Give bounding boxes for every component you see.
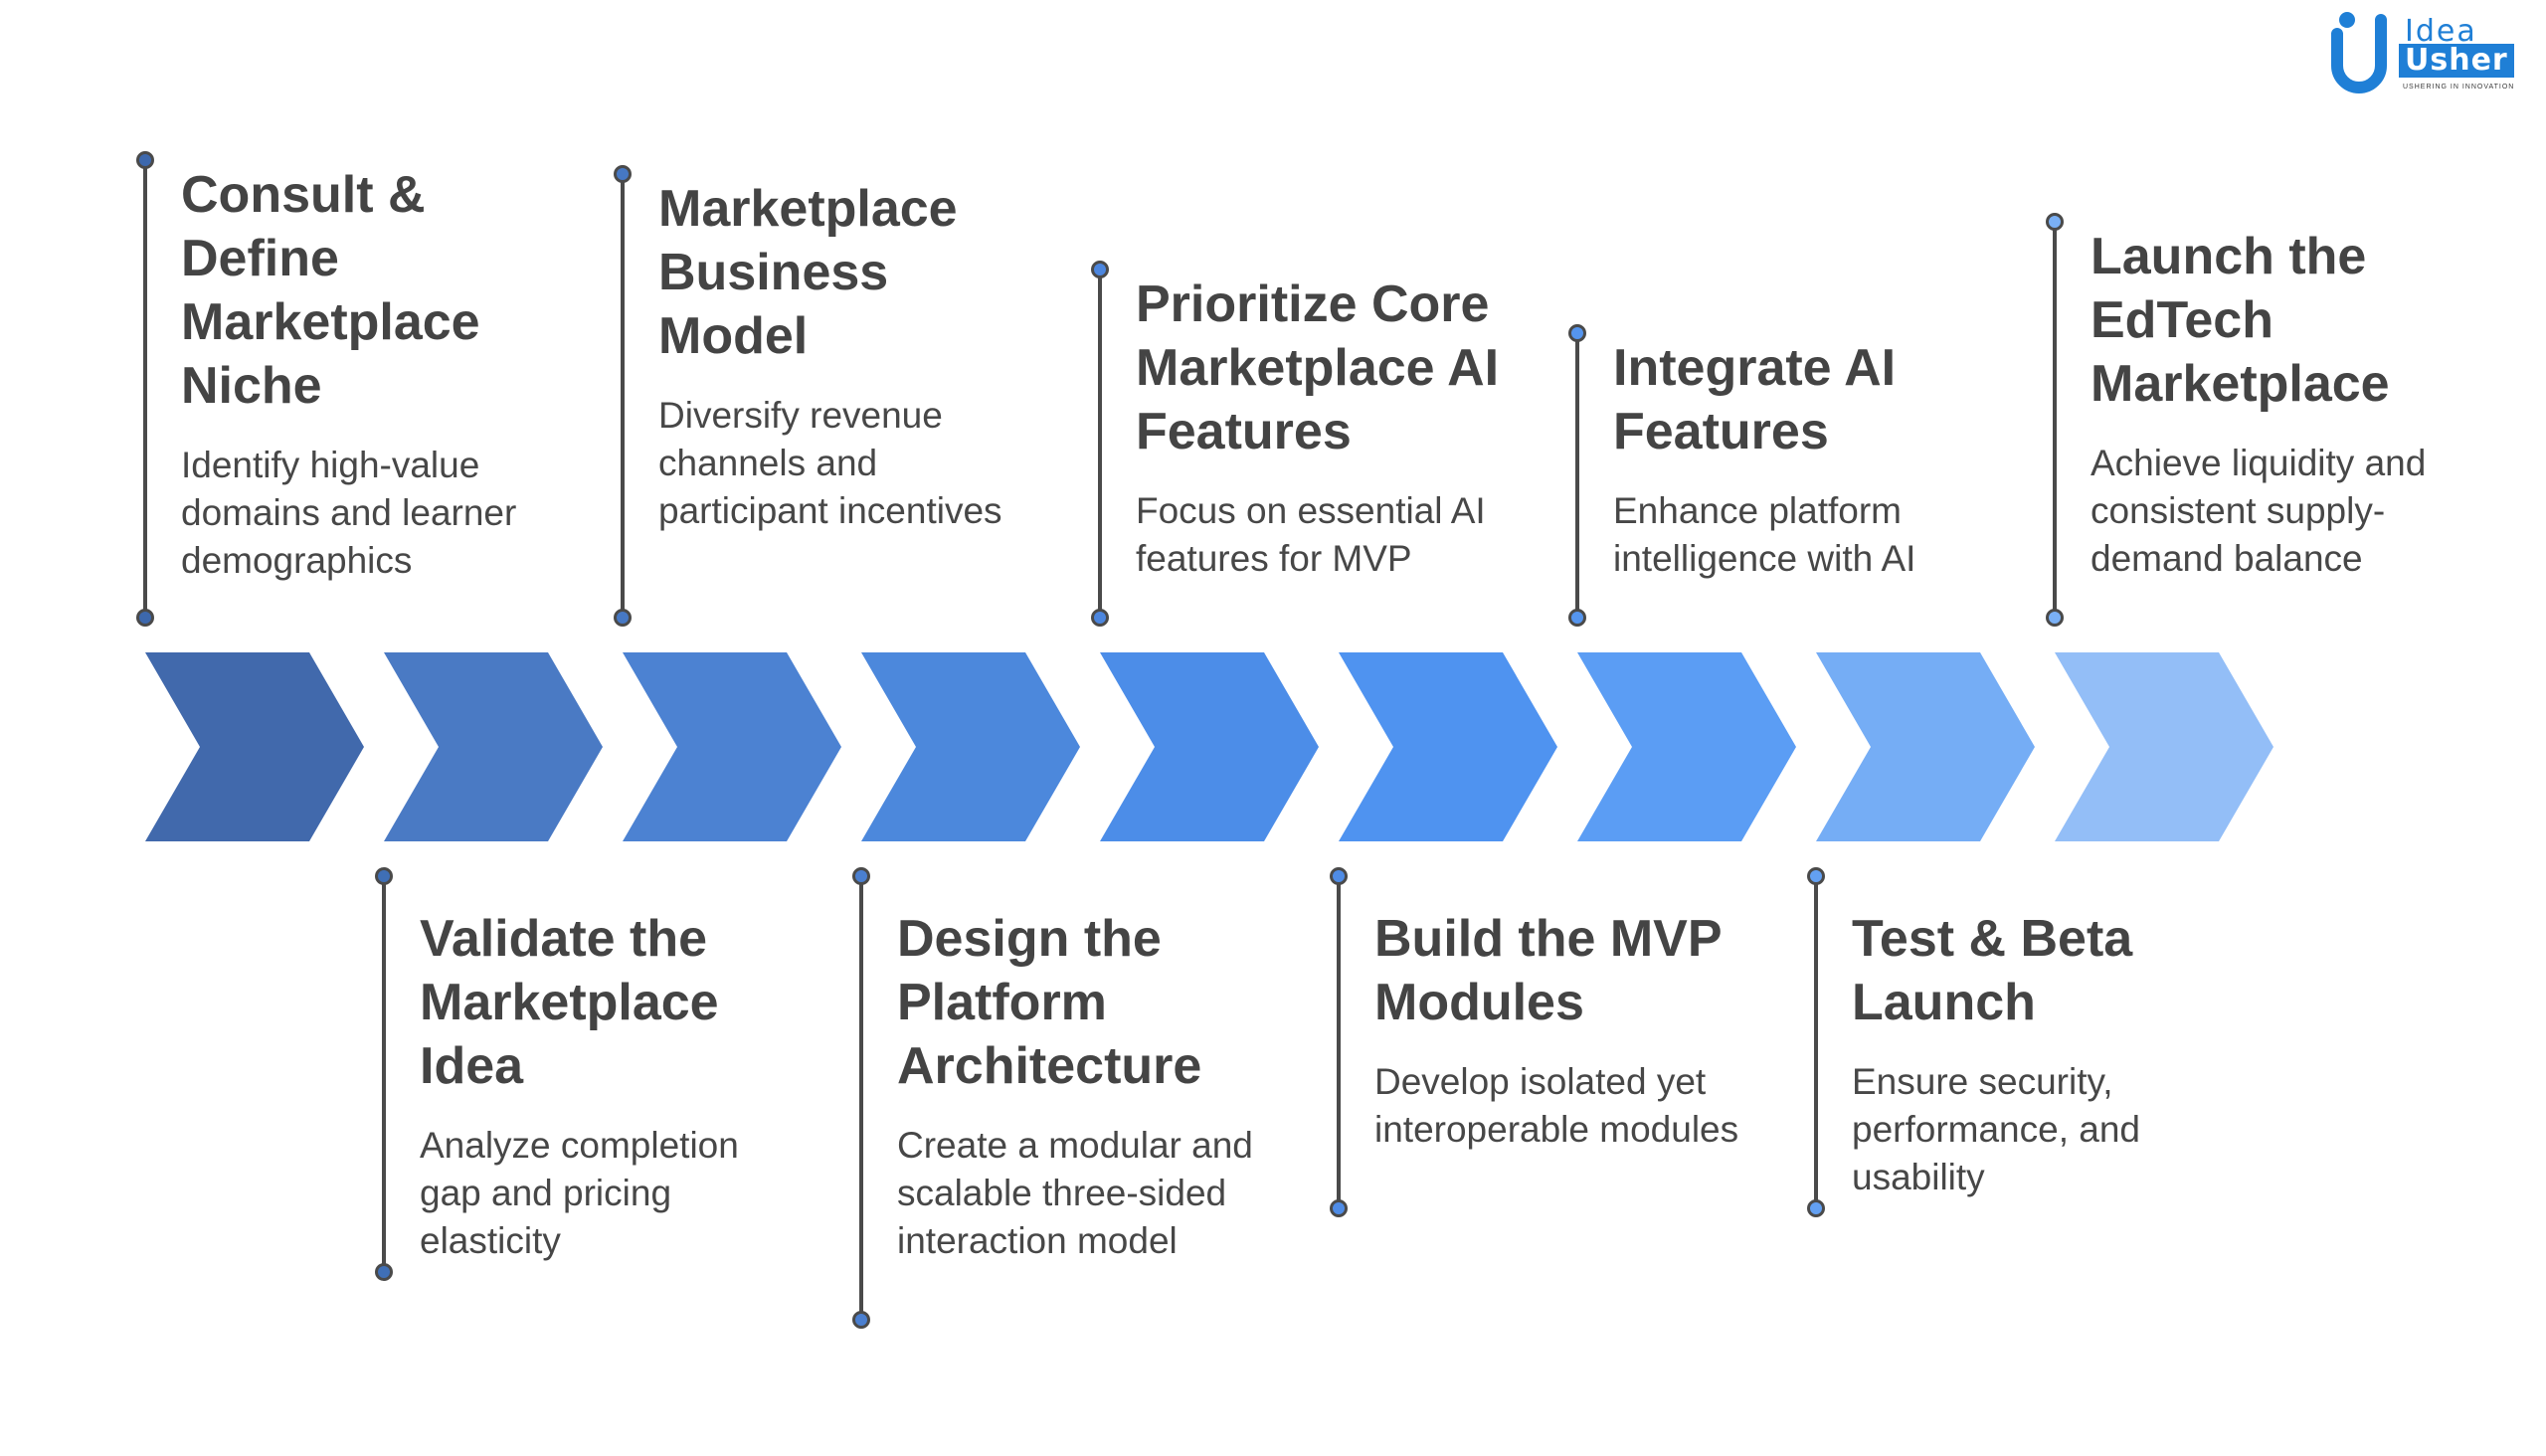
- chevron-5: [1100, 652, 1319, 841]
- step-title: Validate the Marketplace Idea: [420, 910, 719, 1095]
- step-dot-top: [614, 165, 632, 183]
- step-prioritize-ai: Prioritize Core Marketplace AI Features …: [1091, 261, 1499, 638]
- step-dot-top: [1091, 261, 1109, 278]
- step-dot-top: [1568, 324, 1586, 342]
- step-business-model: Marketplace Business Model Diversify rev…: [614, 165, 1018, 633]
- step-title: Test & Beta Launch: [1852, 910, 2133, 1031]
- chevron-3: [623, 652, 841, 841]
- chevron-6: [1339, 652, 1557, 841]
- step-description: Develop isolated yet interoperable modul…: [1374, 1061, 1739, 1150]
- chevron-9: [2055, 652, 2273, 841]
- step-dot-bottom: [852, 1311, 870, 1329]
- step-dot-bottom: [2046, 609, 2064, 627]
- chevron-1: [145, 652, 364, 841]
- step-connector-line: [1814, 873, 1818, 1206]
- chevron-7: [1577, 652, 1796, 841]
- step-design-architecture: Design the Platform Architecture Create …: [852, 867, 1257, 1335]
- step-description: Ensure security, performance, and usabil…: [1852, 1061, 2141, 1197]
- step-connector-line: [382, 873, 386, 1271]
- step-consult-define: Consult & Define Marketplace Niche Ident…: [136, 151, 541, 629]
- step-title: Prioritize Core Marketplace AI Features: [1136, 275, 1500, 460]
- step-dot-bottom: [1330, 1199, 1348, 1217]
- step-dot-top: [2046, 213, 2064, 231]
- step-description: Identify high-value domains and learner …: [181, 445, 517, 581]
- chevron-2: [384, 652, 603, 841]
- logo-mark-icon: [2331, 12, 2387, 93]
- step-connector-line: [859, 873, 863, 1316]
- step-dot-bottom: [1091, 609, 1109, 627]
- step-launch: Launch the EdTech Marketplace Achieve li…: [2046, 213, 2451, 631]
- chevron-4: [861, 652, 1080, 841]
- step-title: Build the MVP Modules: [1374, 910, 1722, 1031]
- step-description: Achieve liquidity and consistent supply-…: [2091, 443, 2427, 579]
- step-title: Design the Platform Architecture: [897, 910, 1202, 1095]
- step-validate: Validate the Marketplace Idea Analyze co…: [375, 867, 780, 1285]
- step-test-beta: Test & Beta Launch Ensure security, perf…: [1807, 867, 2212, 1217]
- brand-logo: Idea Usher USHERING IN INNOVATION: [2327, 8, 2546, 97]
- step-dot-bottom: [375, 1263, 393, 1281]
- step-description: Analyze completion gap and pricing elast…: [420, 1125, 739, 1261]
- chevron-8: [1816, 652, 2035, 841]
- step-dot-bottom: [1807, 1199, 1825, 1217]
- step-dot-top: [1807, 867, 1825, 885]
- step-dot-top: [852, 867, 870, 885]
- step-title: Integrate AI Features: [1613, 339, 1897, 460]
- logo-word-idea: Idea: [2405, 14, 2477, 49]
- step-title: Launch the EdTech Marketplace: [2091, 228, 2390, 413]
- step-connector-line: [2053, 219, 2057, 617]
- step-dot-top: [375, 867, 393, 885]
- step-dot-bottom: [136, 609, 154, 627]
- step-connector-line: [1337, 873, 1341, 1206]
- step-integrate-ai: Integrate AI Features Enhance platform i…: [1568, 324, 1973, 642]
- step-connector-line: [621, 171, 625, 619]
- logo-word-usher: Usher: [2399, 44, 2514, 78]
- step-dot-top: [136, 151, 154, 169]
- step-dot-bottom: [614, 609, 632, 627]
- step-title: Marketplace Business Model: [658, 180, 958, 365]
- step-description: Enhance platform intelligence with AI: [1613, 490, 1916, 579]
- step-connector-line: [1575, 330, 1579, 619]
- step-dot-bottom: [1568, 609, 1586, 627]
- step-build-mvp: Build the MVP Modules Develop isolated y…: [1330, 867, 1738, 1217]
- step-connector-line: [1098, 267, 1102, 620]
- step-dot-top: [1330, 867, 1348, 885]
- step-description: Create a modular and scalable three-side…: [897, 1125, 1253, 1261]
- step-description: Focus on essential AI features for MVP: [1136, 490, 1486, 579]
- step-description: Diversify revenue channels and participa…: [658, 395, 1002, 531]
- logo-tagline: USHERING IN INNOVATION: [2403, 84, 2515, 91]
- step-connector-line: [143, 157, 147, 620]
- step-title: Consult & Define Marketplace Niche: [181, 166, 480, 415]
